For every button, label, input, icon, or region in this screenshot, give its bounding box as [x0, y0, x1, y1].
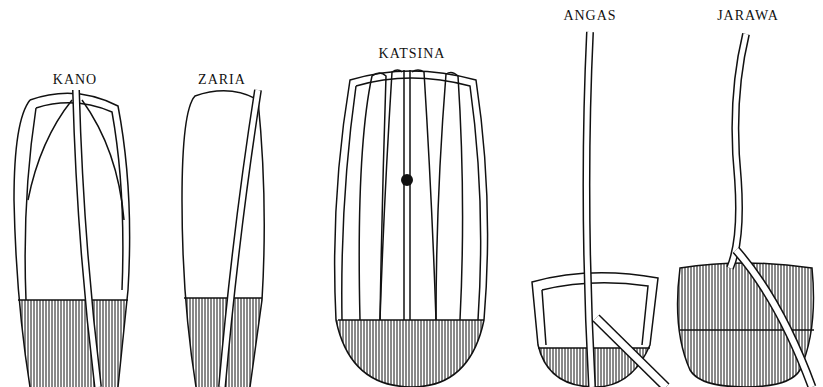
region-label: ZARIA [198, 72, 246, 88]
kano-hoe [0, 93, 140, 387]
rivet-dot [401, 174, 413, 186]
angas-hoe [530, 273, 665, 387]
region-label: ANGAS [563, 8, 616, 24]
region-label: KATSINA [379, 46, 446, 62]
jarawa-hoe [678, 263, 814, 387]
region-label: JARAWA [717, 8, 779, 24]
katsina-hoe [330, 70, 500, 387]
zaria-hoe [175, 91, 275, 387]
region-label: KANO [53, 72, 97, 88]
